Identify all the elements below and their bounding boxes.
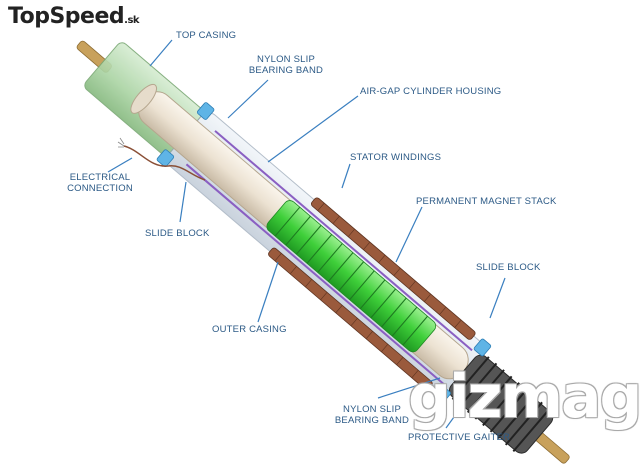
- leader-gaiter: [445, 405, 463, 429]
- leader-stator: [341, 163, 351, 189]
- wire-end: [117, 137, 125, 148]
- label-nylon-slip-bottom-l1: NYLON SLIP: [343, 404, 401, 415]
- nylon-slip-bearing-band-top: [196, 102, 215, 120]
- leader-nylon-bottom: [377, 377, 441, 399]
- label-slide-block-left: SLIDE BLOCK: [145, 228, 210, 239]
- rod-end-cap: [130, 83, 158, 114]
- topspeed-logo-suffix: .sk: [124, 15, 140, 26]
- topspeed-logo-text: TopSpeed: [8, 4, 125, 29]
- label-top-casing: TOP CASING: [176, 30, 237, 41]
- slide-block-right: [473, 338, 492, 357]
- label-electrical-l1: ELECTRICAL: [69, 172, 131, 183]
- gizmag-logo: gizmag: [408, 362, 640, 432]
- label-nylon-slip-bottom-l2: BEARING BAND: [334, 415, 410, 426]
- air-gap-housing-bottom: [185, 163, 445, 385]
- electrical-wire: [123, 145, 206, 181]
- leader-lines: [107, 39, 506, 429]
- slide-block-left: [156, 149, 175, 167]
- label-nylon-slip-top-l1: NYLON SLIP: [257, 54, 315, 65]
- leader-nylon-top: [227, 79, 269, 119]
- label-nylon-slip-bottom: NYLON SLIP BEARING BAND: [326, 404, 418, 426]
- leader-electrical: [107, 157, 133, 173]
- label-slide-block-right: SLIDE BLOCK: [476, 262, 541, 273]
- leader-slide-left: [179, 181, 187, 223]
- protective-gaiter: [448, 354, 554, 454]
- leader-magnet: [395, 206, 423, 263]
- label-electrical-l2: CONNECTION: [67, 183, 133, 194]
- label-outer-casing: OUTER CASING: [212, 324, 287, 335]
- label-nylon-slip-top-l2: BEARING BAND: [248, 65, 324, 76]
- actuator-assembly: [76, 40, 570, 464]
- topspeed-logo: TopSpeed.sk: [8, 4, 140, 29]
- label-gaiter: PROTECTIVE GAITER: [408, 432, 511, 443]
- label-electrical: ELECTRICAL CONNECTION: [62, 172, 138, 194]
- nylon-slip-bearing-band-bottom: [433, 385, 451, 404]
- stator-winding-top: [310, 197, 476, 340]
- leader-air-gap: [267, 95, 359, 163]
- stator-winding-bottom: [268, 247, 433, 390]
- stator-winding-texture: [274, 202, 462, 379]
- leader-slide-right: [489, 277, 506, 319]
- permanent-magnet-stack: [266, 200, 437, 353]
- leader-top-casing: [149, 39, 173, 67]
- label-magnet: PERMANENT MAGNET STACK: [416, 196, 557, 207]
- label-stator: STATOR WINDINGS: [350, 152, 442, 163]
- label-air-gap: AIR-GAP CYLINDER HOUSING: [360, 86, 502, 97]
- air-gap-housing-top: [214, 130, 473, 352]
- label-nylon-slip-top: NYLON SLIP BEARING BAND: [240, 54, 332, 76]
- leader-outer-casing: [257, 261, 279, 323]
